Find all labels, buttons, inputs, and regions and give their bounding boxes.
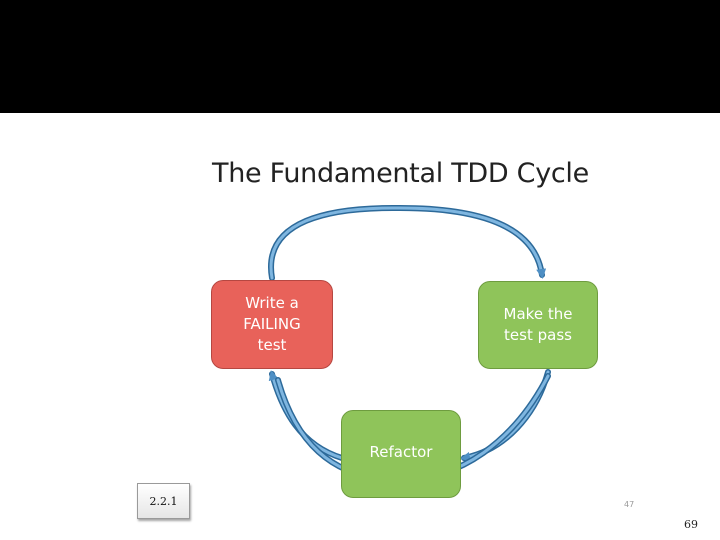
step-make-test-pass-label: Make the test pass	[503, 305, 573, 344]
arrow-to-failing	[269, 371, 345, 461]
section-badge: 2.2.1	[137, 483, 190, 519]
step-refactor-label: Refactor	[369, 443, 433, 461]
top-black-band	[0, 0, 720, 113]
step-write-failing-test-label: Write a FAILING test	[243, 294, 301, 354]
step-write-failing-test: Write a FAILING test	[211, 280, 333, 369]
diagram-title: The Fundamental TDD Cycle	[212, 158, 589, 189]
arrow-to-pass	[268, 204, 545, 281]
step-refactor: Refactor	[341, 410, 461, 498]
slide-number: 47	[624, 500, 635, 509]
page-number: 69	[684, 518, 698, 531]
step-make-test-pass: Make the test pass	[478, 281, 598, 369]
arrow-to-refactor	[461, 369, 551, 461]
